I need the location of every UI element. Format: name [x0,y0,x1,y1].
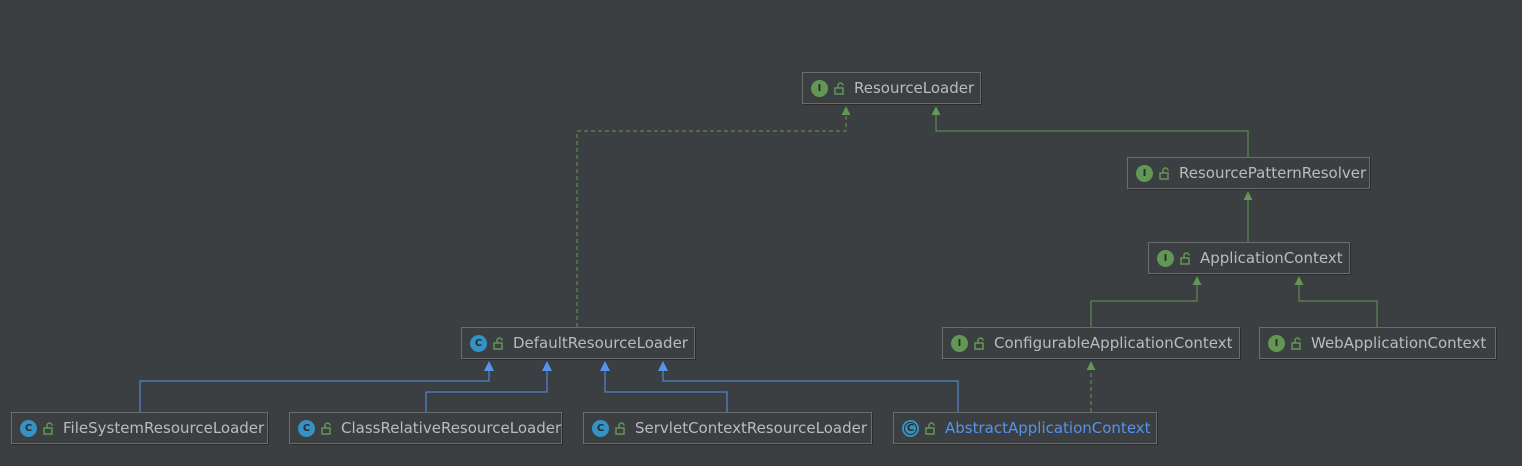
public-lock-icon [925,421,935,435]
interface-icon: I [1157,249,1174,267]
edge-class-relative-resource-loader-extends-default-resource-loader [425,361,552,412]
node-label: ResourceLoader [854,79,975,97]
public-lock-icon [321,421,331,435]
public-lock-icon [1180,251,1190,265]
edge-web-application-context-extends-application-context [1294,276,1378,327]
public-lock-icon [43,421,53,435]
node-default-resource-loader[interactable]: C DefaultResourceLoader [461,327,695,359]
node-label: ConfigurableApplicationContext [994,334,1233,352]
node-label: AbstractApplicationContext [945,419,1151,437]
node-label: DefaultResourceLoader [513,334,688,352]
public-lock-icon [1159,166,1169,180]
interface-icon: I [951,334,968,352]
public-lock-icon [615,421,625,435]
class-icon: C [20,419,37,437]
class-icon: C [470,334,487,352]
node-configurable-application-context[interactable]: I ConfigurableApplicationContext [942,327,1240,359]
abstract-class-icon: C [902,419,919,437]
node-class-relative-resource-loader[interactable]: C ClassRelativeResourceLoader [289,412,562,444]
edge-abstract-application-context-extends-default-resource-loader [658,361,959,412]
node-servlet-context-resource-loader[interactable]: C ServletContextResourceLoader [583,412,872,444]
edge-servlet-context-resource-loader-extends-default-resource-loader [600,361,728,412]
node-resource-pattern-resolver[interactable]: I ResourcePatternResolver [1127,157,1370,189]
edge-resource-pattern-resolver-extends-resource-loader [931,106,1249,157]
node-abstract-application-context[interactable]: C AbstractApplicationContext [893,412,1157,444]
edge-configurable-application-context-extends-application-context [1090,276,1202,327]
interface-icon: I [811,79,828,97]
node-label: ServletContextResourceLoader [635,419,868,437]
node-application-context[interactable]: I ApplicationContext [1148,242,1350,274]
node-resource-loader[interactable]: I ResourceLoader [802,72,981,104]
edge-default-resource-loader-implements-resource-loader [576,106,851,327]
public-lock-icon [834,81,844,95]
public-lock-icon [1291,336,1301,350]
public-lock-icon [493,336,503,350]
public-lock-icon [974,336,984,350]
node-label: ResourcePatternResolver [1179,164,1367,182]
node-label: ClassRelativeResourceLoader [341,419,562,437]
interface-icon: I [1136,164,1153,182]
class-icon: C [298,419,315,437]
class-icon: C [592,419,609,437]
node-label: ApplicationContext [1200,249,1343,267]
edge-file-system-resource-loader-extends-default-resource-loader [139,361,494,412]
node-label: WebApplicationContext [1311,334,1487,352]
node-label: FileSystemResourceLoader [63,419,265,437]
node-web-application-context[interactable]: I WebApplicationContext [1259,327,1496,359]
interface-icon: I [1268,334,1285,352]
node-file-system-resource-loader[interactable]: C FileSystemResourceLoader [11,412,268,444]
